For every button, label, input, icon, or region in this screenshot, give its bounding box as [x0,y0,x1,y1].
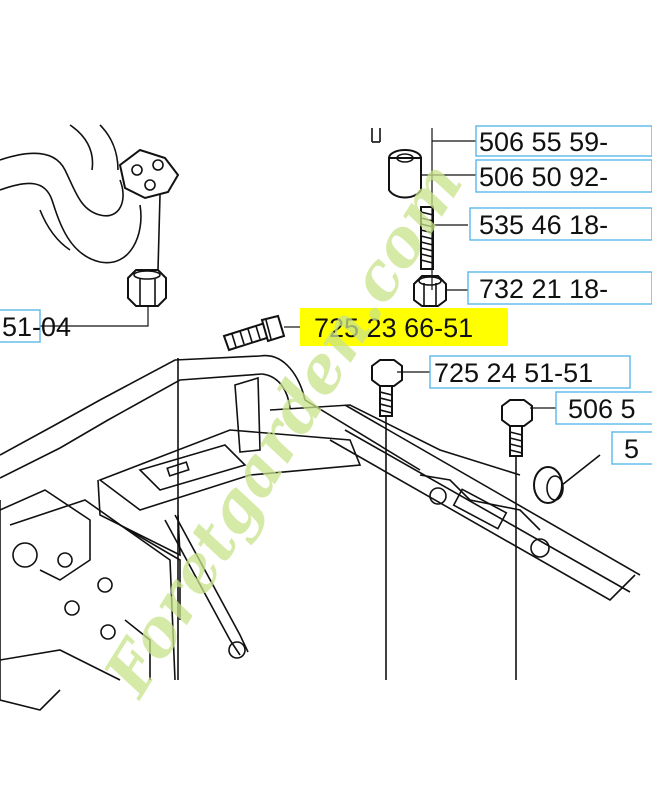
frame-assembly-drawing [0,354,641,711]
bolt-725-23-66-drawing [222,314,286,352]
spacer-sleeve-drawing [388,149,422,199]
label-535-46-18[interactable]: 535 46 18- [469,207,652,241]
leader-lines [40,128,556,409]
part-number-732-21-18: 732 21 18- [479,274,608,304]
threaded-stud-drawing [420,206,434,270]
part-number-535-46-18: 535 46 18- [479,210,608,240]
exhaust-pipe-drawing [0,124,142,264]
svg-text:Foretgarden.com: Foretgarden.com [89,150,478,711]
part-number-725-24-51-51: 725 24 51-51 [434,358,593,388]
part-number-506-50-92: 506 50 92- [479,162,608,192]
label-725-23-66-51[interactable]: 725 23 66-51 [300,308,508,346]
watermark-logo: Foretgarden.com [89,150,478,711]
label-506-5[interactable]: 506 5 [555,391,652,425]
part-number-725-23-66-51: 725 23 66-51 [314,313,473,343]
exhaust-flange-drawing [118,148,180,271]
flange-nut-drawing [127,269,167,307]
label-506-55-59[interactable]: 506 55 59- [475,125,652,157]
label-5[interactable]: 5 [611,431,652,465]
part-number-5: 5 [624,434,639,464]
hex-nut-drawing [413,275,447,307]
bolt-725-24-51-drawing [371,359,403,680]
label-725-24-51-51[interactable]: 725 24 51-51 [429,355,631,389]
stud-top-drawing [371,128,381,143]
highlight-box [300,308,508,346]
part-number-506-55-59: 506 55 59- [479,127,608,157]
rubber-bushing-drawing [533,454,601,504]
bolt-506-5-drawing [501,399,533,680]
part-number-506-5: 506 5 [568,394,636,424]
label-51-04[interactable]: 51-04 [0,309,71,343]
part-number-51-04: 51-04 [2,312,71,342]
label-732-21-18[interactable]: 732 21 18- [467,271,652,305]
label-506-50-92[interactable]: 506 50 92- [475,159,652,193]
